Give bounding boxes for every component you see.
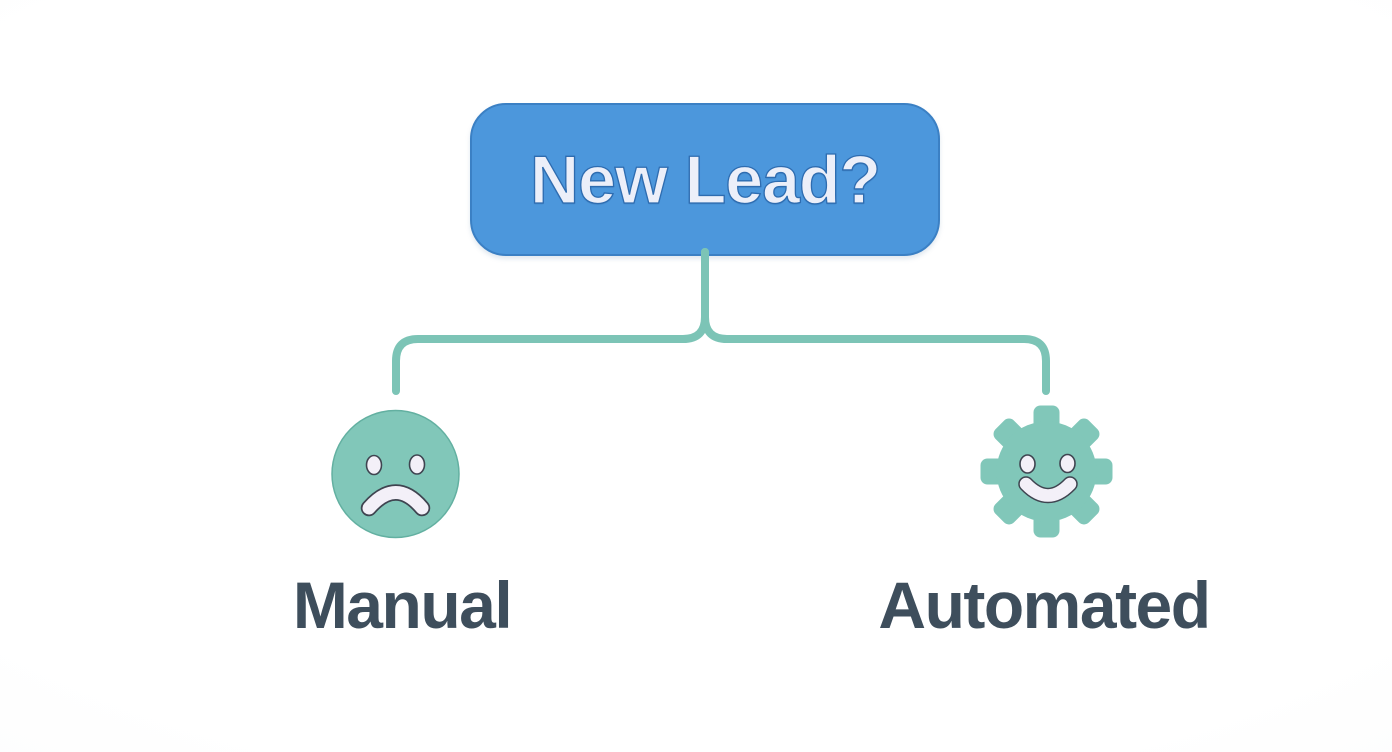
decision-node-label: New Lead? [529,141,881,218]
gear-smiley-icon [980,405,1113,538]
connector-left-branch [392,248,709,395]
sad-face-icon [331,409,460,539]
connector-right-branch [701,248,1050,395]
branch-label-manual: Manual [292,568,513,642]
branch-label-automated: Automated [878,568,1211,642]
decision-node-new-lead: New Lead? [470,103,940,256]
